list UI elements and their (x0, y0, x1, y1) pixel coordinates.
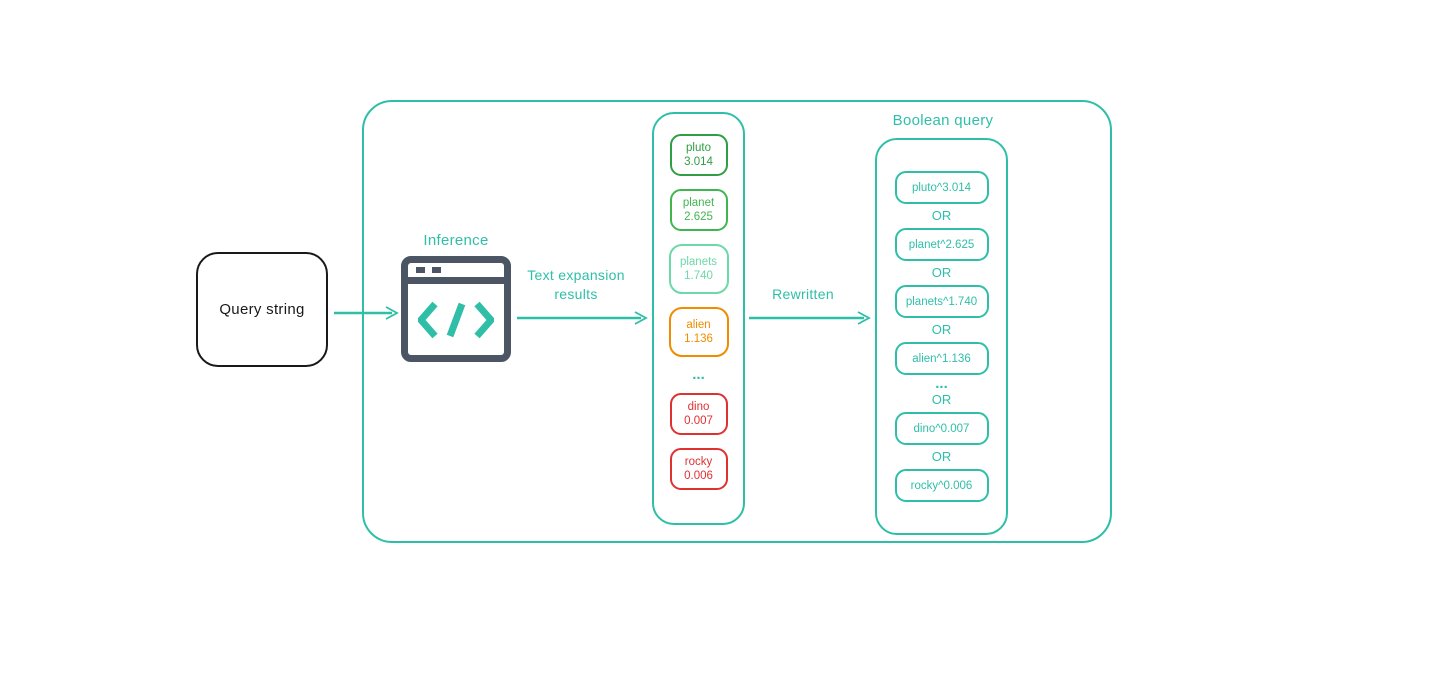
window-dot-icon (416, 267, 425, 273)
ellipsis-text: ... (692, 366, 705, 383)
pipeline-container (362, 100, 1112, 543)
or-label: OR (931, 392, 952, 407)
rewritten-label: Rewritten (772, 286, 834, 302)
inference-label: Inference (423, 232, 489, 249)
token-rocky: rocky 0.006 (669, 448, 728, 490)
token-planet: planet 2.625 (669, 189, 728, 231)
or-label: OR (931, 449, 952, 464)
expansion-results-panel: pluto 3.014 planet 2.625 planets 1.740 a… (652, 112, 745, 525)
token-dino: dino 0.007 (669, 393, 728, 435)
code-glyph-icon (418, 301, 494, 338)
token-score: 0.007 (684, 415, 713, 427)
text-expansion-label: Text expansion results (527, 267, 625, 302)
boolean-term-planet: planet^2.625 (894, 228, 989, 261)
boolean-term-planets: planets^1.740 (894, 285, 989, 318)
window-body (408, 284, 504, 355)
token-score: 2.625 (684, 211, 713, 223)
boolean-term-pluto: pluto^3.014 (894, 171, 989, 204)
token-score: 0.006 (684, 470, 713, 482)
token-score: 1.740 (684, 270, 713, 282)
or-label: OR (931, 208, 952, 223)
boolean-term-alien: alien^1.136 (894, 342, 989, 375)
boolean-query-label: Boolean query (892, 112, 994, 129)
inference-window-icon (401, 256, 511, 362)
token-term: alien (686, 318, 711, 331)
window-titlebar (408, 263, 504, 284)
token-term: pluto (686, 141, 711, 154)
query-string-label: Query string (219, 301, 305, 318)
query-string-box: Query string (196, 252, 328, 367)
token-term: planet (682, 196, 715, 209)
token-pluto: pluto 3.014 (669, 134, 728, 176)
boolean-term-dino: dino^0.007 (894, 412, 989, 445)
token-term: rocky (684, 455, 713, 468)
token-score: 1.136 (684, 333, 713, 345)
token-planets: planets 1.740 (668, 244, 729, 294)
ellipsis-text: ... (935, 375, 948, 392)
boolean-term-rocky: rocky^0.006 (894, 469, 989, 502)
token-score: 3.014 (684, 156, 713, 168)
or-label: OR (931, 322, 952, 337)
boolean-query-panel: pluto^3.014 OR planet^2.625 OR planets^1… (875, 138, 1008, 535)
or-label: OR (931, 265, 952, 280)
token-term: planets (679, 255, 718, 268)
window-dot-icon (432, 267, 441, 273)
token-alien: alien 1.136 (668, 307, 729, 357)
token-term: dino (687, 400, 710, 413)
